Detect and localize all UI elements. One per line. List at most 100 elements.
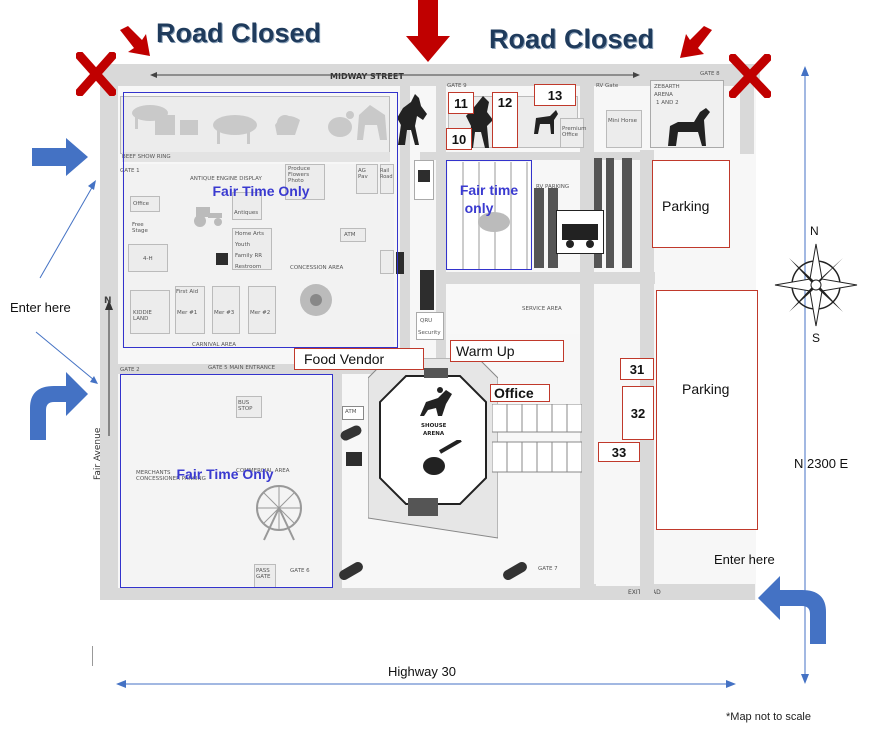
office-building [130, 196, 160, 212]
fair-time-only-label-mid-1: Fair time [459, 182, 519, 198]
four-h-label: 4-H [143, 256, 153, 262]
shouse-label-1: SHOUSE [421, 423, 447, 429]
atm-top-label: ATM [344, 232, 356, 238]
gate1-label: GATE 1 [120, 168, 140, 174]
horse-icon-3 [668, 108, 710, 146]
restroom-icon-3 [346, 452, 362, 466]
inner-road-vertical-5 [332, 364, 342, 589]
stall-31: 31 [620, 358, 654, 380]
food-vendor-label: Food Vendor [304, 351, 385, 367]
antique-engine-label: ANTIQUE ENGINE DISPLAY [190, 176, 262, 182]
carnival-ride-icon [300, 284, 332, 316]
family-rr-label: Family RR [235, 253, 263, 259]
concession-area-label: CONCESSION AREA [290, 265, 344, 271]
gate6-label: GATE 6 [290, 568, 310, 574]
first-aid-building [175, 286, 205, 334]
gate8-label: GATE 8 [700, 71, 720, 77]
beef-show-ring-label: BEEF SHOW RING [122, 154, 171, 160]
carnival-area-label: CARNIVAL AREA [192, 342, 236, 348]
parking-right-zone [656, 290, 758, 530]
food-vendor-box [294, 348, 424, 370]
stall-33: 33 [598, 442, 640, 462]
compass-s-label: S [812, 331, 821, 345]
antiques-label: Antiques [234, 210, 259, 216]
rv-parking-label: RV PARKING [536, 184, 570, 190]
mer1-label: Mer #1 [177, 310, 198, 316]
n2300e-label: N 2300 E [794, 456, 849, 471]
compass-n-label: N [810, 224, 819, 238]
midway-street-label: MIDWAY STREET [330, 72, 404, 81]
restroom-label: Restroom [235, 264, 262, 270]
home-arts-label: Home Arts [235, 231, 265, 237]
rv-gate-label: RV Gate [596, 83, 619, 89]
fair-time-only-zone-top [123, 92, 398, 348]
gate9-label: GATE 9 [447, 83, 467, 89]
map-note: *Map not to scale [726, 711, 811, 723]
stall-13: 13 [534, 84, 576, 106]
stall-11: 11 [448, 92, 474, 114]
mer3-building [212, 286, 240, 334]
qru-label: QRU [420, 318, 433, 324]
atm-arena-label: ATM [345, 409, 357, 415]
enter-here-left: Enter here [10, 300, 71, 315]
dark-bar-middle [420, 270, 434, 310]
produce-label: Produce Flowers Photo [288, 166, 311, 184]
compass-rose-icon [774, 243, 858, 327]
animal-icons-faded [132, 105, 387, 144]
office-box [490, 384, 550, 402]
kiddie-land-building [130, 290, 170, 334]
zebarth-label-1: ZEBARTH [654, 84, 680, 90]
commercial-area-label: COMMERCIAL AREA [236, 468, 290, 474]
service-area-label: SERVICE AREA [522, 306, 562, 312]
red-arrow-left-diag-icon [120, 26, 150, 56]
shouse-label-2: ARENA [423, 431, 445, 437]
zebarth-label-3: 1 AND 2 [656, 100, 679, 106]
red-arrow-down-icon [406, 0, 450, 62]
inner-road-horizontal-3 [440, 272, 655, 284]
mer2-label: Mer #2 [250, 310, 271, 316]
red-x-right-icon [729, 54, 771, 98]
blue-arrow-curved-left-icon [30, 372, 88, 440]
ag-pav-building [356, 164, 378, 194]
fair-time-only-zone-bottom [120, 374, 333, 588]
n2300e-line [801, 66, 809, 684]
restroom-icon-2 [418, 170, 430, 182]
bull-icon [478, 212, 510, 232]
highway-30-label: Highway 30 [388, 664, 456, 679]
rodeo-rider-icon [420, 387, 452, 416]
four-h-building [128, 244, 168, 272]
mini-horse-building [606, 110, 642, 148]
pass-gate-label: PASS GATE [256, 568, 271, 580]
tractor-icon [194, 207, 222, 227]
carnival-dark-block [396, 252, 404, 274]
rail-road-building [380, 164, 394, 194]
barn-stalls [492, 404, 582, 473]
ferris-wheel-icon [256, 485, 302, 541]
fair-time-only-label-top: Fair Time Only [212, 183, 310, 199]
atm-box-arena [342, 406, 364, 420]
stall-12: 12 [492, 92, 518, 148]
merchants-label: MERCHANTS CONCESSIONER PARKING [136, 470, 206, 482]
zebarth-arena-box [650, 80, 724, 148]
restroom-icon [216, 253, 228, 265]
exit-road [580, 584, 755, 600]
highway-30-line [116, 680, 736, 688]
fair-time-only-label-bottom: Fair Time Only [176, 466, 274, 482]
atm-box-top [340, 228, 366, 242]
inner-road-horizontal-1 [118, 364, 398, 374]
blue-arrow-right-icon [32, 138, 88, 176]
beef-show-ring [122, 152, 390, 162]
service-area [446, 284, 580, 334]
mini-horse-label: Mini Horse [608, 118, 638, 124]
guide-arrow-up-icon [39, 180, 96, 279]
rail-road-label: Rail Road [380, 168, 393, 180]
inner-road-horizontal-2 [420, 152, 650, 160]
red-arrow-right-diag-icon [680, 26, 712, 58]
parking-right-label: Parking [682, 381, 730, 397]
gate5-label: GATE 5 MAIN ENTRANCE [208, 365, 276, 371]
office-label-main: Office [494, 385, 534, 401]
security-label: Security [418, 330, 441, 336]
ag-pav-label: AG Pav [358, 168, 368, 180]
fair-avenue-label: Fair Avenue [93, 427, 103, 480]
gate2-label: GATE 2 [120, 367, 140, 373]
